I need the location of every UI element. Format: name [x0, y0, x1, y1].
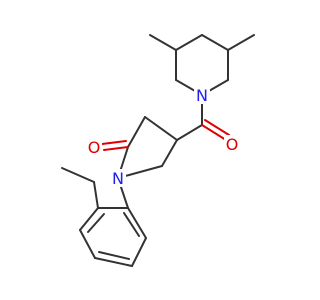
aromatic-bond [87, 213, 105, 233]
bond [127, 207, 147, 239]
atom-labels: N N O O [86, 86, 240, 188]
label-background [110, 169, 126, 187]
bond [127, 116, 146, 148]
piperidine-nitrogen-label: N [196, 86, 208, 105]
amide-oxygen-label: O [226, 135, 239, 154]
piperidine-ring [149, 34, 255, 96]
bond [161, 139, 178, 167]
carbonyl-double-bond [201, 124, 227, 141]
molecule-structure-diagram: N N O O [61, 34, 255, 267]
ethyl-group [61, 167, 99, 209]
bond [79, 207, 99, 231]
bond [79, 229, 96, 259]
bond [144, 116, 178, 141]
carbonyl-double-bond [103, 146, 129, 151]
bond [61, 167, 95, 183]
bond [131, 237, 147, 267]
bond [175, 34, 203, 51]
phenyl-ring [79, 177, 147, 267]
lactam-oxygen-label: O [88, 138, 101, 157]
aromatic-bond [123, 212, 140, 237]
methyl-bond [227, 34, 255, 51]
carbonyl-double-bond [204, 119, 230, 136]
methyl-bond [149, 34, 177, 51]
carbonyl-double-bond [101, 140, 127, 145]
label-background [194, 86, 210, 104]
bond [201, 34, 229, 51]
lactam-nitrogen-label: N [112, 169, 124, 188]
bond [176, 124, 203, 141]
amide-linker [176, 94, 230, 141]
bond [94, 257, 133, 267]
label-background [224, 135, 240, 153]
aromatic-bond [98, 251, 130, 260]
label-background [86, 138, 102, 156]
bond [93, 181, 99, 209]
